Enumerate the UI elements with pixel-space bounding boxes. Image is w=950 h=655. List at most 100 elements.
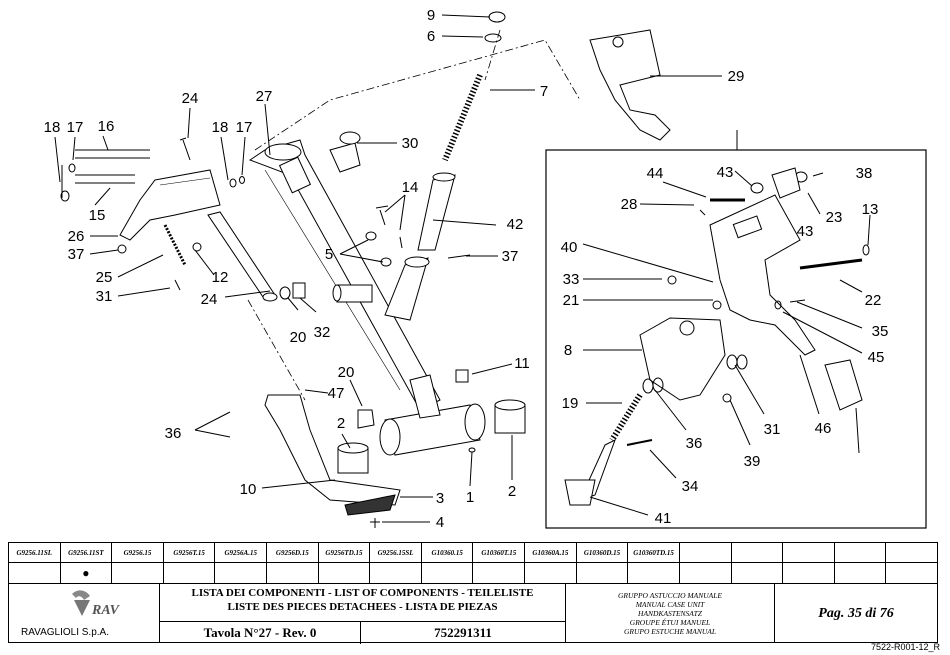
callout-label: 21: [563, 292, 580, 309]
callout-label: 30: [402, 135, 419, 152]
variant-mark: [886, 563, 937, 583]
callout-label: 10: [240, 481, 257, 498]
variant-code: G9256.15SL: [370, 543, 421, 563]
variant-code: G10360.15: [421, 543, 473, 563]
callout-label: 17: [67, 119, 84, 136]
variant-code: [783, 543, 834, 563]
variant-code: G9256.11SL: [9, 543, 60, 563]
variant-column: G9256.11SL: [9, 543, 61, 583]
variant-column: G9256D.15: [267, 543, 319, 583]
callout-label: 37: [68, 246, 85, 263]
variant-column: G10360T.15: [473, 543, 526, 583]
callout-label: 45: [868, 349, 885, 366]
callout-label: 16: [98, 118, 115, 135]
callout-label: 41: [655, 510, 672, 527]
variant-column: [783, 543, 835, 583]
callout-label: 24: [182, 90, 199, 107]
variant-mark: [112, 563, 163, 583]
variant-code: G9256.11ST: [60, 543, 112, 563]
callout-label: 34: [682, 478, 699, 495]
callout-label: 28: [621, 196, 638, 213]
callout-label: 37: [502, 248, 519, 265]
component-list-titles: LISTA DEI COMPONENTI - LIST OF COMPONENT…: [160, 584, 566, 644]
variant-code: G10360T.15: [473, 543, 525, 563]
callout-label: 40: [561, 239, 578, 256]
callout-label: 35: [872, 323, 889, 340]
group-line: GRUPPO ASTUCCIO MANUALE: [617, 591, 723, 600]
callout-label: 7: [540, 83, 548, 100]
group-line: MANUAL CASE UNIT: [635, 600, 705, 609]
variant-column: G10360D.15: [576, 543, 629, 583]
callout-label: 17: [236, 119, 253, 136]
variant-code: G9256T.15: [163, 543, 215, 563]
callout-label: 31: [96, 288, 113, 305]
variant-mark: [422, 563, 473, 583]
variant-mark: [164, 563, 215, 583]
callout-label: 12: [212, 269, 229, 286]
variant-code: [834, 543, 886, 563]
variant-code: G10360D.15: [576, 543, 628, 563]
variant-mark: [215, 563, 266, 583]
callout-label: 9: [427, 7, 435, 24]
variant-mark: [783, 563, 834, 583]
callout-label: 43: [797, 223, 814, 240]
callout-label: 4: [436, 514, 444, 531]
callout-label: 2: [337, 415, 345, 432]
variant-column: G9256T.15: [163, 543, 216, 583]
callout-label: 38: [856, 165, 873, 182]
callout-label: 25: [96, 269, 113, 286]
exploded-parts-drawing: 9 6 7 29 24 27 18 17 16 18 17 30 44 43 3…: [44, 7, 927, 531]
variant-code: G9256D.15: [267, 543, 318, 563]
document-reference: 7522-R001-12_R: [870, 642, 940, 652]
list-title-line-1: LISTA DEI COMPONENTI - LIST OF COMPONENT…: [191, 587, 534, 599]
variant-column: G9256A.15: [215, 543, 268, 583]
callout-label: 14: [402, 179, 419, 196]
variant-mark: [370, 563, 421, 583]
group-description: GRUPPO ASTUCCIO MANUALE MANUAL CASE UNIT…: [566, 584, 775, 643]
variant-code: G9256.15: [112, 543, 163, 563]
variant-code: G10360TD.15: [628, 543, 679, 563]
callout-label: 11: [514, 355, 530, 372]
group-line: HANDKASTENSATZ: [638, 609, 702, 618]
variant-column: G9256.11ST ●: [60, 543, 113, 583]
variant-mark: [9, 563, 60, 583]
callout-label: 5: [325, 246, 333, 263]
callout-label: 33: [563, 271, 580, 288]
drawing-code: 752291311: [361, 621, 565, 644]
variant-mark: [835, 563, 886, 583]
callout-label: 32: [314, 324, 331, 341]
company-name: RAVAGLIOLI S.p.A.: [21, 627, 109, 638]
list-title-line-2: LISTE DES PIECES DETACHEES - LISTA DE PI…: [227, 601, 498, 613]
variant-mark: [473, 563, 524, 583]
variant-mark: ●: [82, 566, 90, 580]
variant-mark: [732, 563, 783, 583]
variant-mark: [525, 563, 576, 583]
title-block-info: RAV RAVAGLIOLI S.p.A. LISTA DEI COMPONEN…: [9, 583, 937, 644]
callout-label: 13: [862, 201, 879, 218]
variant-column: G10360TD.15: [628, 543, 680, 583]
callout-label: 27: [256, 88, 273, 105]
group-line: GRUPO ESTUCHE MANUAL: [623, 627, 717, 636]
variant-column: G9256.15SL: [370, 543, 422, 583]
callout-label: 8: [564, 342, 572, 359]
callout-label: 19: [562, 395, 579, 412]
callout-label: 1: [466, 489, 474, 506]
page-number: Pag. 35 di 76: [818, 605, 894, 621]
callout-label: 36: [165, 425, 182, 442]
variant-mark: [680, 563, 731, 583]
tavola-number: Tavola N°27 - Rev. 0: [160, 621, 361, 644]
variant-mark: [577, 563, 628, 583]
callout-label: 22: [865, 292, 882, 309]
variant-column: [886, 543, 937, 583]
callout-label: 24: [201, 291, 218, 308]
ravaglioli-logo-icon: RAV: [72, 590, 121, 618]
variant-code: G10360A.15: [525, 543, 576, 563]
variant-column: G10360A.15: [525, 543, 577, 583]
callout-label: 26: [68, 228, 85, 245]
logo-text: RAV: [91, 603, 121, 618]
callout-label: 20: [290, 329, 307, 346]
callout-label: 43: [717, 164, 734, 181]
logo-cell: RAV RAVAGLIOLI S.p.A.: [9, 584, 160, 643]
